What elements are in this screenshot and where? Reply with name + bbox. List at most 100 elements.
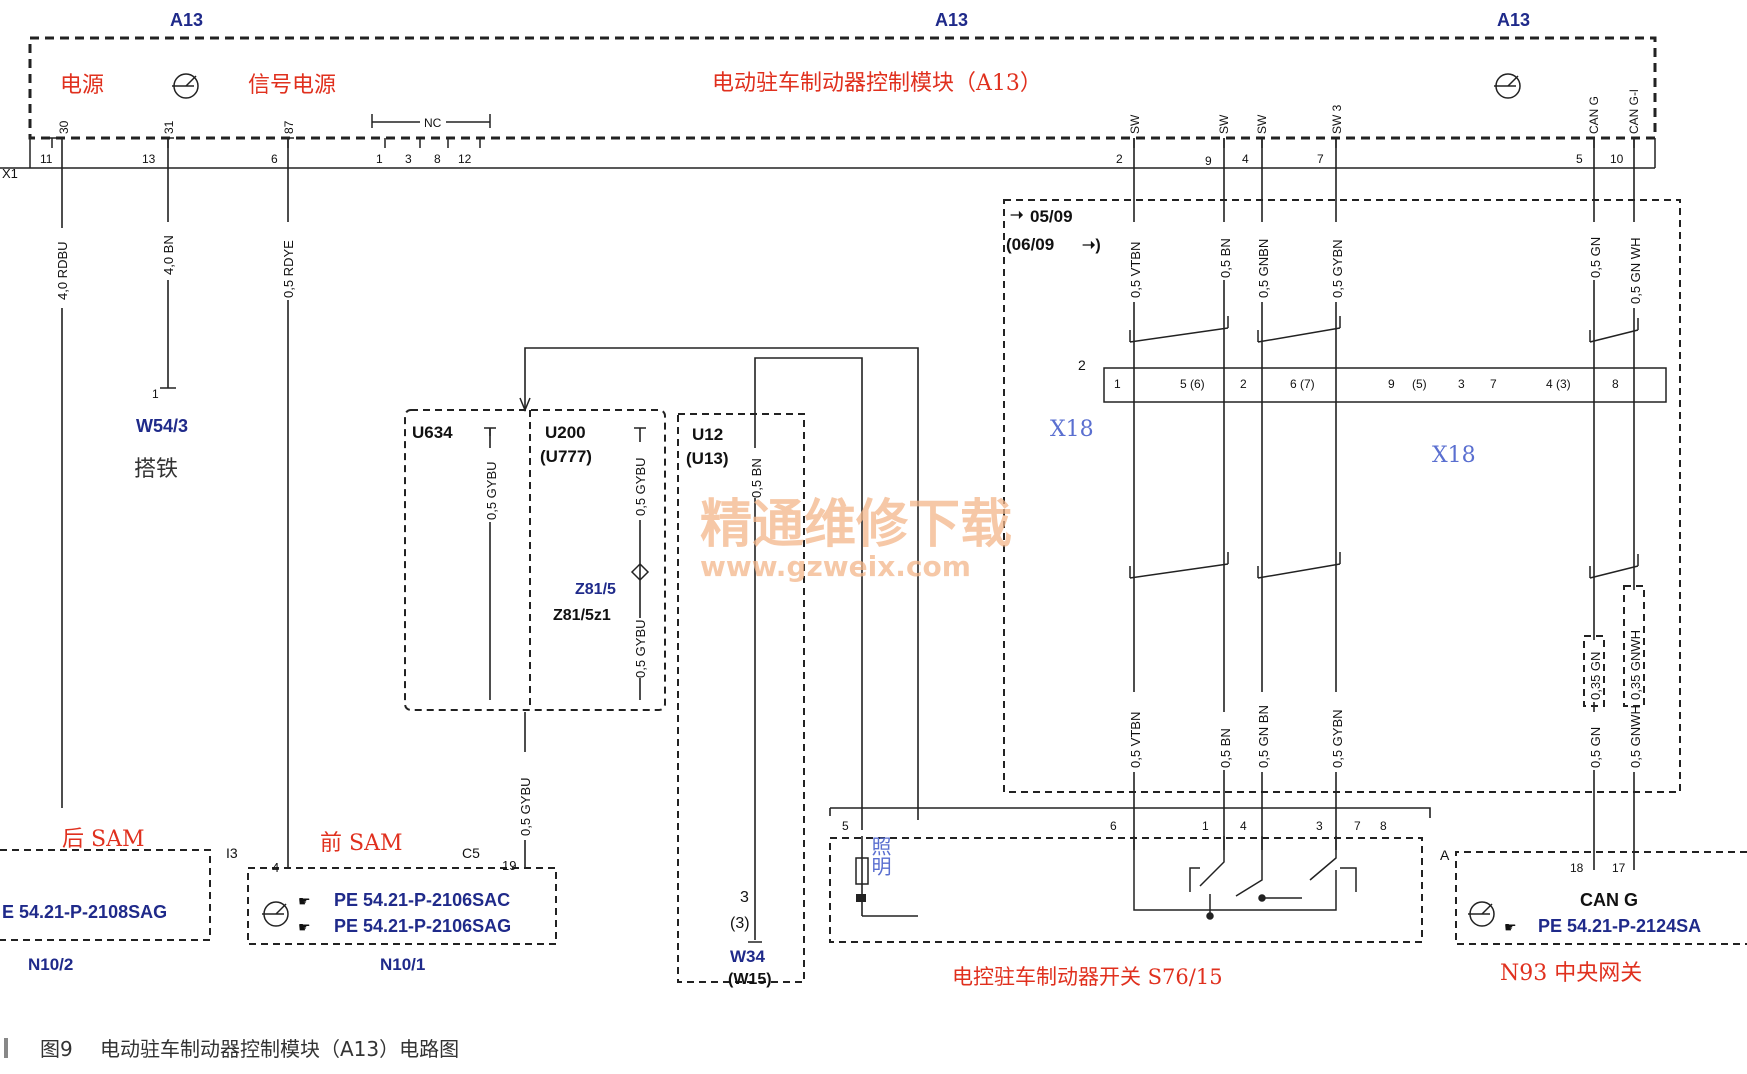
- x18-pin-8: 8: [1612, 377, 1619, 391]
- wire-bn-lamp: [754, 357, 863, 830]
- bottom-wire-bn: 0,5 BN: [1218, 728, 1233, 768]
- switch-contacts: [1133, 836, 1357, 920]
- gateway-ref: PE 54.21-P-2124SA: [1538, 916, 1701, 936]
- switch-pin-8: 8: [1380, 819, 1387, 833]
- switch-top-line: [829, 807, 1431, 818]
- x18-pin-5: (5): [1412, 377, 1427, 391]
- wire-gybu-u634-label: 0,5 GYBU: [484, 461, 499, 520]
- pin-2: 2: [1116, 152, 1123, 166]
- gateway-name: CAN G: [1580, 890, 1638, 910]
- front-sam-ref2: PE 54.21-P-2106SAG: [334, 916, 511, 936]
- right-wire-labels-top: 0,5 VTBN 0,5 BN 0,5 GNBN 0,5 GYBN 0,5 GN…: [1122, 222, 1646, 308]
- alt-wire-gnwh: 0,35 GNWH: [1628, 630, 1643, 700]
- wire-gybu-front-label: 0,5 GYBU: [518, 777, 533, 836]
- w34-code: W34: [730, 947, 766, 966]
- switch-pin-1: 1: [1202, 819, 1209, 833]
- wire-bn-label: 0,5 BN: [749, 458, 764, 498]
- x18-pin-9: 9: [1388, 377, 1395, 391]
- date-to-arrow: ➝): [1082, 237, 1101, 254]
- pin-13-sig: 31: [162, 120, 176, 134]
- pin-9-sig: SW: [1217, 114, 1231, 134]
- wire-label-rdye: 0,5 RDYE: [281, 240, 296, 298]
- wire-label-rdbu: 4,0 RDBU: [55, 241, 70, 300]
- wire-loop-top: [524, 347, 919, 820]
- pin-4-sig: SW: [1255, 114, 1269, 134]
- pin-9: 9: [1205, 154, 1212, 168]
- date-from: 05/09: [1030, 207, 1073, 226]
- gateway-pin-18: 18: [1570, 861, 1584, 875]
- pin-12: 12: [458, 152, 472, 166]
- date-box: [1003, 199, 1681, 793]
- top-label-a13-2: A13: [935, 10, 968, 30]
- front-sam-ref1-icon: ☛: [298, 894, 311, 910]
- module-ground-icon-left: [172, 73, 199, 99]
- bottom-wire-gybn: 0,5 GYBN: [1330, 709, 1345, 768]
- front-sam-conn2: C5: [462, 845, 480, 861]
- module-title: 电动驻车制动器控制模块（A13）: [712, 71, 1042, 96]
- w34-alt: (W15): [728, 971, 772, 988]
- x18-pin-5-6: 5 (6): [1180, 377, 1205, 391]
- lamp-resistor: [855, 836, 918, 917]
- pin-10-sig: CAN G-l: [1627, 89, 1641, 134]
- right-wires: [1133, 138, 1635, 870]
- signal-power-label: 信号电源: [248, 73, 336, 98]
- front-sam-pin2: 19: [502, 858, 516, 873]
- rear-sam-box: [0, 849, 211, 941]
- pin-11: 11: [40, 152, 53, 166]
- front-sam-label: 前 SAM: [320, 831, 402, 856]
- switch-pin-7: 7: [1354, 819, 1361, 833]
- switch-pin-3: 3: [1316, 819, 1323, 833]
- switch-box: [829, 837, 1423, 943]
- front-sam-conn: I3: [226, 845, 238, 861]
- alt-wire-box-gnwh: [1623, 585, 1645, 707]
- wire-gybu-z81-label: 0,5 GYBU: [633, 619, 648, 678]
- switch-pin-5: 5: [842, 819, 849, 833]
- splice-z81: [630, 562, 650, 582]
- switch-pin-4: 4: [1240, 819, 1247, 833]
- front-sam-code: N10/1: [380, 955, 425, 974]
- pin-8: 8: [434, 152, 441, 166]
- w34-pin: 3: [740, 889, 749, 906]
- switch-pin-6: 6: [1110, 819, 1117, 833]
- switch-label: 电控驻车制动器开关 S76/15: [952, 965, 1223, 989]
- alt-wire-box-gn: [1583, 635, 1605, 707]
- front-sam-ref2-icon: ☛: [298, 920, 311, 936]
- ground-text: 搭铁: [134, 457, 178, 482]
- z81z1-label: Z81/5z1: [553, 607, 611, 624]
- x18-connector: [1103, 367, 1667, 403]
- u634-term: [484, 427, 496, 436]
- pin-5-sig: CAN G: [1587, 96, 1601, 134]
- gateway-conn: A: [1440, 847, 1450, 863]
- pin-7: 7: [1317, 152, 1324, 166]
- wire-label-bn: 4,0 BN: [161, 235, 176, 275]
- x18-pin-6-7: 6 (7): [1290, 377, 1315, 391]
- top-label-a13-3: A13: [1497, 10, 1530, 30]
- pin-3: 3: [405, 152, 412, 166]
- gateway-ref-icon: ☛: [1504, 920, 1517, 936]
- gateway-box: [1455, 851, 1747, 945]
- front-sam-ground-icon: [262, 901, 289, 927]
- caption-fig: 图9: [40, 1037, 73, 1061]
- x18-label-right: X18: [1432, 443, 1476, 468]
- top-pins: 11 30 13 31 6 87 1 3 8 12 2 SW 9 SW 4 SW…: [40, 89, 1641, 168]
- switch-light-label: 照明: [868, 836, 892, 876]
- variant-splices: [1129, 316, 1639, 579]
- top-label-a13-1: A13: [170, 10, 203, 30]
- watermark-url: www.gzweix.com: [700, 550, 971, 583]
- bottom-wire-gnbn: 0,5 GN BN: [1256, 705, 1271, 768]
- x18-pins: 1 5 (6) 2 6 (7) 9 (5) 3 7 4 (3) 8: [1114, 377, 1619, 391]
- pin-11-sig: 30: [57, 120, 71, 134]
- pin-6-sig: 87: [282, 120, 296, 134]
- power-label: 电源: [60, 73, 104, 98]
- x18-pin-7: 7: [1490, 377, 1497, 391]
- top-wire-vtbn: 0,5 VTBN: [1128, 242, 1143, 298]
- date-from-arrow: ➝: [1010, 207, 1024, 224]
- top-wire-gybn: 0,5 GYBN: [1330, 239, 1345, 298]
- nc-bracket: NC: [371, 114, 491, 130]
- front-sam-ref1: PE 54.21-P-2106SAC: [334, 890, 510, 910]
- u13-label: (U13): [686, 449, 729, 468]
- watermark-cn: 精通维修下载: [700, 495, 1012, 555]
- caption-bar: [4, 1038, 8, 1058]
- x18-pin-4-3: 4 (3): [1546, 377, 1571, 391]
